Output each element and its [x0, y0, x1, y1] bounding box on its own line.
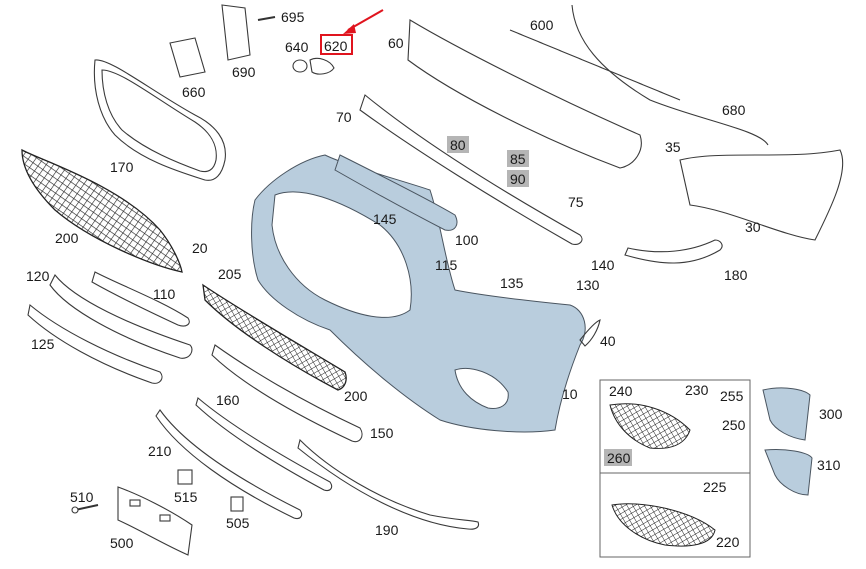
part-120-trim: [49, 273, 193, 359]
label-180[interactable]: 180: [724, 267, 748, 283]
part-510-screw: [71, 504, 99, 514]
part-60-absorber: [407, 19, 642, 169]
part-180-bracket: [624, 239, 723, 264]
label-110[interactable]: 110: [153, 286, 176, 302]
label-260-bg: [604, 449, 632, 466]
part-125-trim: [27, 303, 163, 384]
label-300[interactable]: 300: [819, 406, 843, 422]
label-510[interactable]: 510: [70, 489, 94, 505]
label-80[interactable]: 80: [450, 137, 466, 153]
part-110-trim: [91, 271, 190, 327]
part-40-trim: [579, 319, 601, 347]
part-600-harness: [509, 29, 681, 101]
label-250[interactable]: 250: [722, 417, 746, 433]
part-695-screw: [257, 16, 276, 21]
label-75[interactable]: 75: [568, 194, 584, 210]
part-150-trim: [211, 344, 363, 443]
part-30-reinforcement: [679, 149, 844, 241]
label-310[interactable]: 310: [817, 457, 841, 473]
label-660[interactable]: 660: [182, 84, 206, 100]
part-210-trim: [155, 409, 303, 520]
label-170[interactable]: 170: [110, 159, 134, 175]
label-600[interactable]: 600: [530, 17, 554, 33]
label-505[interactable]: 505: [226, 515, 250, 531]
highlight-arrow: [343, 9, 384, 34]
label-200-center[interactable]: 200: [344, 388, 368, 404]
label-620[interactable]: 620: [324, 38, 348, 54]
part-505-clip: [230, 496, 244, 512]
label-125[interactable]: 125: [31, 336, 55, 352]
label-70[interactable]: 70: [336, 109, 352, 125]
label-80-bg: [447, 136, 469, 153]
label-20[interactable]: 20: [192, 240, 208, 256]
label-85-bg: [507, 150, 529, 167]
label-100[interactable]: 100: [455, 232, 479, 248]
part-310-insert: [764, 449, 813, 496]
label-200-left[interactable]: 200: [55, 230, 79, 246]
label-230[interactable]: 230: [685, 382, 709, 398]
label-260[interactable]: 260: [607, 450, 631, 466]
label-90-bg: [507, 170, 529, 187]
label-190[interactable]: 190: [375, 522, 399, 538]
label-85[interactable]: 85: [510, 151, 526, 167]
label-205[interactable]: 205: [218, 266, 242, 282]
label-90[interactable]: 90: [510, 171, 526, 187]
label-130[interactable]: 130: [576, 277, 600, 293]
part-515-clip: [177, 469, 193, 485]
label-10[interactable]: 10: [562, 386, 578, 402]
label-225[interactable]: 225: [703, 479, 727, 495]
label-115[interactable]: 115: [435, 257, 458, 273]
label-240[interactable]: 240: [609, 383, 633, 399]
label-30[interactable]: 30: [745, 219, 761, 235]
label-210[interactable]: 210: [148, 443, 172, 459]
label-690[interactable]: 690: [232, 64, 256, 80]
label-140[interactable]: 140: [591, 257, 615, 273]
part-620-sensor: [309, 57, 335, 75]
highlight-box-620: [320, 34, 353, 55]
label-120[interactable]: 120: [26, 268, 50, 284]
label-220[interactable]: 220: [716, 534, 740, 550]
label-680[interactable]: 680: [722, 102, 746, 118]
label-35[interactable]: 35: [665, 139, 681, 155]
part-70-carrier: [359, 94, 583, 245]
part-160-trim: [195, 397, 333, 492]
label-640[interactable]: 640: [285, 39, 309, 55]
part-660-module: [169, 37, 206, 78]
label-160[interactable]: 160: [216, 392, 240, 408]
part-300-insert: [762, 387, 811, 441]
part-640-sensor: [292, 59, 308, 73]
label-40[interactable]: 40: [600, 333, 616, 349]
label-150[interactable]: 150: [370, 425, 394, 441]
label-145[interactable]: 145: [373, 211, 397, 227]
part-680-harness: [571, 4, 769, 146]
label-500[interactable]: 500: [110, 535, 134, 551]
part-690-bracket: [221, 4, 251, 61]
part-100-bracket: [334, 154, 458, 231]
part-170-grille-frame: [93, 59, 226, 181]
label-255[interactable]: 255: [720, 388, 744, 404]
part-500-plate-bracket: [117, 486, 193, 556]
part-190-trim: [297, 438, 480, 530]
label-60[interactable]: 60: [388, 35, 404, 51]
part-200-lower-grille: [21, 148, 183, 273]
label-135[interactable]: 135: [500, 275, 524, 291]
part-200-center-mesh: [202, 283, 347, 391]
label-695[interactable]: 695: [281, 9, 305, 25]
label-515[interactable]: 515: [174, 489, 198, 505]
inset-box-220-225: [599, 472, 751, 558]
part-10-bumper-cover: [251, 154, 586, 433]
